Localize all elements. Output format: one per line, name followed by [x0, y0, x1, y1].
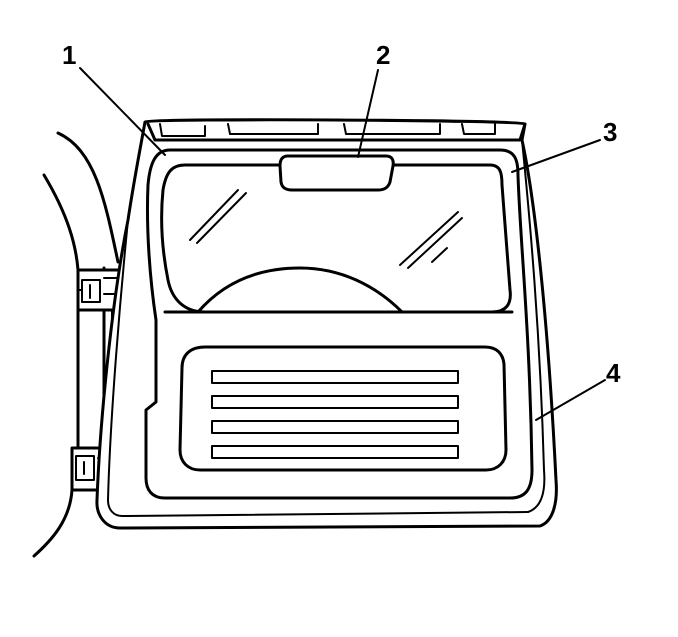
- callout-2: 2: [376, 40, 390, 70]
- leader-line-2: [357, 69, 379, 158]
- top-weatherstrip: [146, 122, 527, 142]
- callout-1: 1: [62, 40, 76, 70]
- callout-4: 4: [606, 358, 621, 388]
- vent-slot-4: [211, 445, 459, 459]
- leader-line-1: [79, 67, 166, 156]
- callout-3: 3: [603, 117, 617, 147]
- lower-trim-panel: [178, 345, 508, 472]
- leader-line-3: [511, 139, 601, 173]
- vent-slot-3: [211, 420, 459, 434]
- vehicle-body-left: [32, 131, 120, 558]
- leader-lines: [79, 67, 606, 421]
- rear-window-glass: [160, 163, 512, 314]
- vent-slot-2: [211, 395, 459, 409]
- leader-line-4: [535, 379, 606, 421]
- vent-slot-1: [211, 370, 459, 384]
- high-mount-stop-lamp: [278, 154, 395, 192]
